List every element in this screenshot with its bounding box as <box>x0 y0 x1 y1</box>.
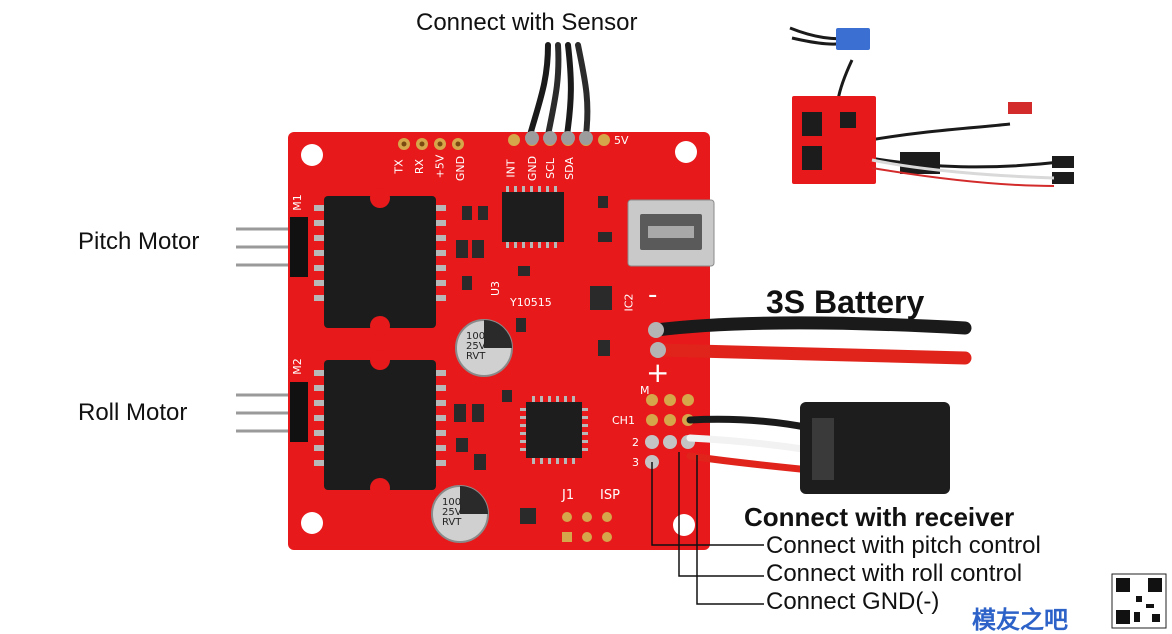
silk-j1: J1 <box>562 488 575 503</box>
pitch-driver-chip <box>314 188 446 336</box>
isp-pads <box>560 508 620 548</box>
receiver-cable <box>686 415 814 474</box>
silk-plus: + <box>646 356 670 389</box>
sensor-chip <box>502 192 564 242</box>
silk-2: 2 <box>632 436 639 449</box>
battery-solder-neg <box>648 322 664 338</box>
silk-scl: SCL <box>543 158 557 179</box>
smd-components <box>454 196 612 524</box>
silk-code: Y10515 <box>510 296 552 309</box>
roll-driver-chip <box>314 350 446 498</box>
silk-gnd: GND <box>454 155 468 182</box>
top-left-header-holes <box>401 141 461 147</box>
m1-header <box>290 217 308 277</box>
capacitor-1 <box>455 319 513 377</box>
sensor-solder <box>525 131 593 145</box>
silk-isp: ISP <box>600 488 620 503</box>
mounting-holes <box>301 141 697 536</box>
watermark-text: 模友之吧 <box>972 606 1068 634</box>
mcu-chip <box>526 402 582 458</box>
battery-label: 3S Battery <box>766 284 925 320</box>
battery-solder-pos <box>650 342 666 358</box>
servo-connector <box>800 402 950 494</box>
silk-m1: M1 <box>290 194 304 211</box>
silk-ic2: IC2 <box>622 293 636 312</box>
silk-5v-plus: +5V <box>433 154 447 179</box>
inset-photo <box>776 14 1112 224</box>
silk-m: M <box>640 384 650 397</box>
silk-3: 3 <box>632 456 639 469</box>
sensor-chip-pins <box>506 186 557 248</box>
capacitor-2-text: 100 25V RVT <box>442 497 462 528</box>
qr-code <box>1111 573 1167 629</box>
silk-u3: U3 <box>489 280 503 297</box>
m2-header <box>290 382 308 442</box>
capacitor-1-text: 100 25V RVT <box>466 331 486 362</box>
pitch-control-label: Connect with pitch control <box>766 532 1041 559</box>
roll-control-label: Connect with roll control <box>766 560 1023 587</box>
receiver-header <box>645 394 695 469</box>
sensor-label: Connect with Sensor <box>416 9 638 36</box>
silk-gnd2: GND <box>526 155 540 182</box>
silk-ch1: CH1 <box>612 414 635 427</box>
mcu-chip-pins <box>520 396 588 464</box>
silk-5v: 5V <box>614 134 629 147</box>
silk-tx: TX <box>392 159 406 174</box>
pitch-motor-label: Pitch Motor <box>78 228 200 255</box>
roll-motor-label: Roll Motor <box>78 399 188 426</box>
usb-connector <box>627 199 715 267</box>
capacitor-2 <box>431 485 489 543</box>
receiver-label: Connect with receiver <box>744 502 1015 532</box>
gnd-label: Connect GND(-) <box>766 588 940 615</box>
silk-minus: - <box>648 280 658 310</box>
servo-connector-inner <box>812 418 834 480</box>
battery-wires <box>649 316 972 365</box>
callout-lines <box>651 452 764 605</box>
sensor-wires <box>527 42 591 138</box>
silk-sda: SDA <box>562 157 576 180</box>
silk-rx: RX <box>413 158 427 175</box>
silk-int: INT <box>504 159 518 178</box>
silk-m2: M2 <box>290 358 304 375</box>
